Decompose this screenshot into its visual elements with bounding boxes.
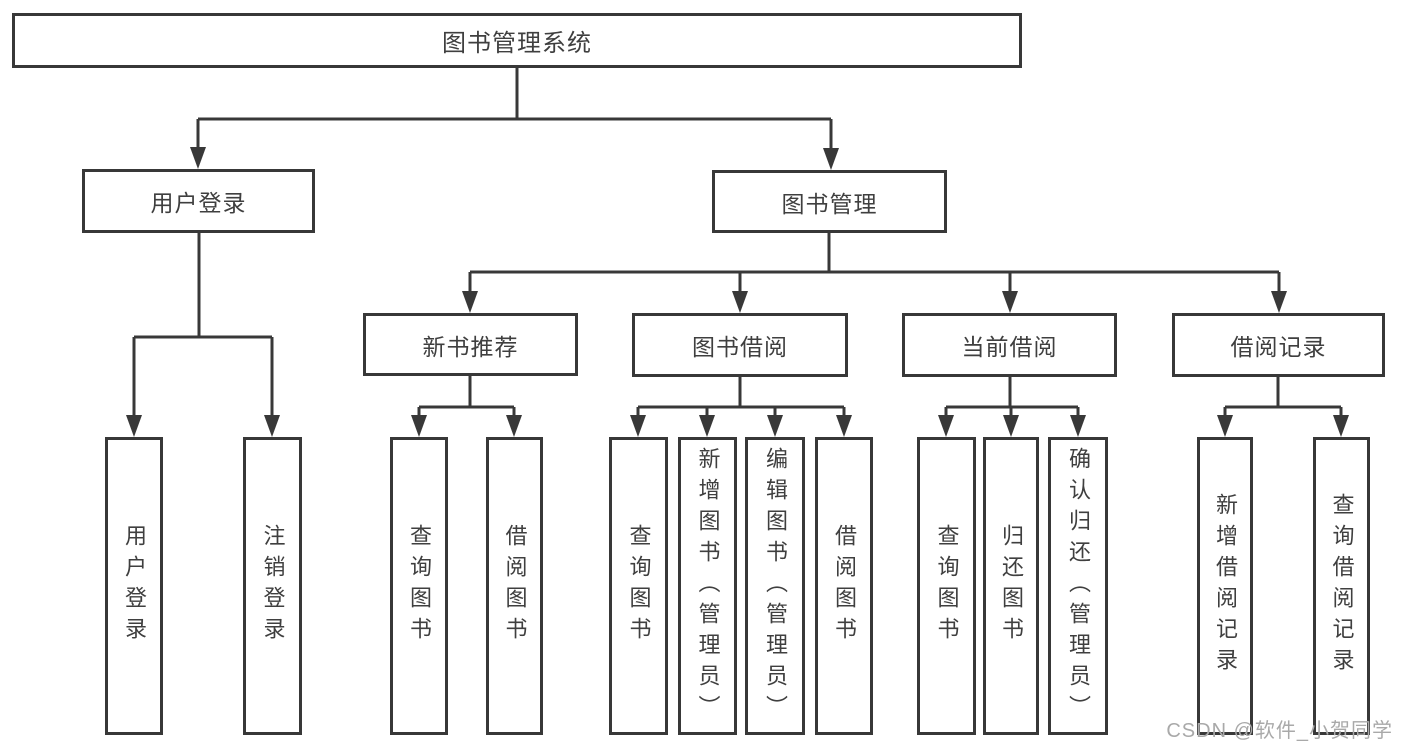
- node-label: 借阅图书: [502, 524, 528, 648]
- node-label: 借阅图书: [832, 524, 857, 648]
- node-label: 借阅记录: [1230, 334, 1327, 360]
- node-label: 查询图书: [934, 524, 960, 648]
- node-label: 查询图书: [407, 524, 432, 648]
- node-borrow-borrow-books: 借阅图书: [815, 437, 873, 735]
- node-label: 当前借阅: [961, 334, 1058, 360]
- node-borrow-edit-books-admin: 编辑图书（管理员）: [745, 437, 805, 735]
- node-label: 图书管理: [781, 190, 878, 217]
- node-book-management: 图书管理: [712, 170, 947, 233]
- node-current-borrow: 当前借阅: [902, 313, 1117, 377]
- node-recommend-borrow-books: 借阅图书: [486, 437, 543, 735]
- node-borrow-query-books: 查询图书: [609, 437, 668, 735]
- node-borrow-add-books-admin: 新增图书（管理员）: [678, 437, 737, 735]
- node-records-query-record: 查询借阅记录: [1313, 437, 1370, 735]
- node-user-login-action: 用户登录: [105, 437, 163, 735]
- node-current-query-books: 查询图书: [917, 437, 976, 735]
- node-recommend-query-books: 查询图书: [390, 437, 448, 735]
- node-new-book-recommend: 新书推荐: [363, 313, 578, 376]
- node-borrow-records: 借阅记录: [1172, 313, 1385, 377]
- node-label: 查询图书: [626, 524, 652, 648]
- node-label: 图书管理系统: [442, 30, 592, 57]
- node-label: 图书借阅: [692, 334, 788, 360]
- csdn-watermark: CSDN @软件_小贺同学: [1166, 720, 1393, 742]
- node-label: 归还图书: [999, 524, 1024, 648]
- node-label: 编辑图书（管理员）: [763, 446, 788, 726]
- node-label: 用户登录: [150, 190, 247, 216]
- node-label: 确认归还（管理员）: [1066, 446, 1091, 726]
- node-library-management-system: 图书管理系统: [12, 13, 1022, 68]
- node-user-login: 用户登录: [82, 169, 315, 233]
- node-current-confirm-return-admin: 确认归还（管理员）: [1048, 437, 1108, 735]
- node-label: 新增图书（管理员）: [695, 446, 721, 726]
- node-label: 查询借阅记录: [1329, 493, 1355, 679]
- node-label: 注销登录: [260, 524, 286, 648]
- node-label: 用户登录: [122, 524, 147, 648]
- node-label: 新增借阅记录: [1213, 493, 1238, 679]
- node-records-add-record: 新增借阅记录: [1197, 437, 1253, 735]
- node-book-borrow: 图书借阅: [632, 313, 848, 377]
- node-current-return-books: 归还图书: [983, 437, 1039, 735]
- node-logout-action: 注销登录: [243, 437, 302, 735]
- node-label: 新书推荐: [422, 333, 519, 360]
